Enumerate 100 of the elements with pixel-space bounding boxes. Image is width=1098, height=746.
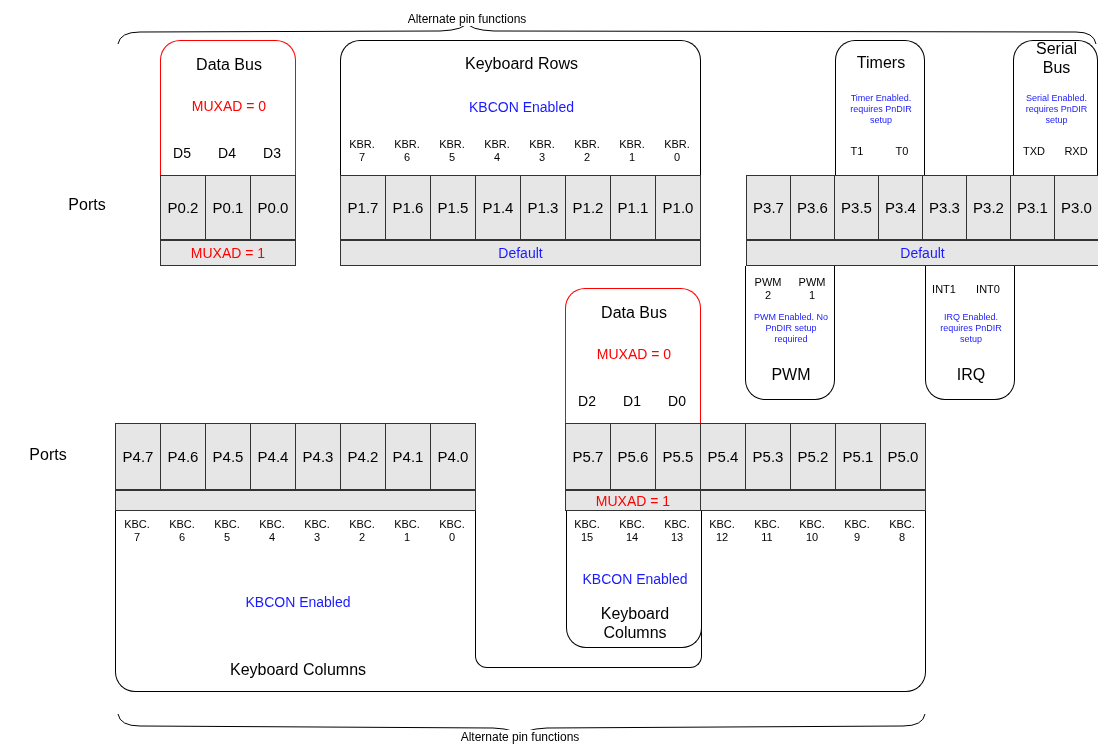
port-caption: Ports — [29, 445, 67, 465]
mode-note: MUXAD = 0 — [596, 346, 672, 363]
pin-cell: P4.5 — [205, 423, 251, 490]
signal-name: KBC. 3 — [303, 518, 331, 545]
signal-name: KBC. 8 — [888, 518, 916, 545]
pin-cell: P1.6 — [385, 175, 431, 240]
function-group-panel — [745, 266, 835, 400]
signal-name: KBC. 1 — [393, 518, 421, 545]
signal-name: KBC. 10 — [798, 518, 826, 545]
group-heading: PWM — [771, 365, 811, 385]
signal-name: KBC. 2 — [348, 518, 376, 545]
function-group-panel — [115, 511, 926, 692]
signal-name: KBC. 9 — [843, 518, 871, 545]
signal-name: PWM 2 — [753, 276, 783, 303]
pin-cell: P5.6 — [610, 423, 656, 490]
mode-note: PWM Enabled. No PnDIR setup required — [753, 312, 829, 345]
pin-cell: P4.0 — [430, 423, 476, 490]
group-heading: IRQ — [956, 365, 986, 385]
mode-bar — [700, 490, 926, 511]
group-heading: Data Bus — [601, 303, 667, 323]
group-heading: Data Bus — [196, 55, 262, 75]
pin-cell: P4.2 — [340, 423, 386, 490]
signal-name: KBC. 15 — [573, 518, 601, 545]
pin-cell: P5.7 — [565, 423, 611, 490]
signal-name: KBR. 1 — [618, 138, 646, 165]
pin-cell: P4.1 — [385, 423, 431, 490]
function-group-panel — [566, 511, 702, 648]
signal-name: KBC. 14 — [618, 518, 646, 545]
signal-name: D3 — [263, 145, 281, 162]
pin-cell: P1.2 — [565, 175, 611, 240]
signal-name: KBC. 7 — [123, 518, 151, 545]
mode-bar: MUXAD = 1 — [565, 490, 701, 511]
signal-name: KBC. 4 — [258, 518, 286, 545]
function-group-panel — [160, 40, 296, 175]
function-group-panel — [835, 40, 925, 175]
signal-name: KBC. 5 — [213, 518, 241, 545]
mode-bar: Default — [746, 240, 1098, 266]
pin-cell: P0.2 — [160, 175, 206, 240]
signal-name: D1 — [623, 393, 641, 410]
mode-bar — [115, 490, 476, 511]
pin-cell: P5.5 — [655, 423, 701, 490]
pin-cell: P3.1 — [1010, 175, 1055, 240]
mode-note: MUXAD = 0 — [191, 98, 267, 115]
mode-bar: Default — [340, 240, 701, 266]
mode-note: KBCON Enabled — [468, 99, 575, 116]
signal-name: KBR. 4 — [483, 138, 511, 165]
pin-cell: P1.1 — [610, 175, 656, 240]
pin-cell: P1.0 — [655, 175, 701, 240]
signal-name: KBC. 11 — [753, 518, 781, 545]
pin-cell: P4.4 — [250, 423, 296, 490]
signal-name: KBR. 2 — [573, 138, 601, 165]
signal-name: RXD — [1064, 145, 1088, 159]
signal-name: INT1 — [932, 283, 956, 297]
signal-name: INT0 — [976, 283, 1000, 297]
pin-cell: P0.1 — [205, 175, 251, 240]
pin-cell: P1.4 — [475, 175, 521, 240]
signal-name: KBR. 5 — [438, 138, 466, 165]
pin-cell: P4.3 — [295, 423, 341, 490]
signal-name: KBR. 7 — [348, 138, 376, 165]
pin-cell: P0.0 — [250, 175, 296, 240]
signal-name: D5 — [173, 145, 191, 162]
mode-note: KBCON Enabled — [582, 571, 688, 588]
signal-name: D0 — [668, 393, 686, 410]
function-group-panel — [1013, 40, 1098, 175]
pin-cell: P1.3 — [520, 175, 566, 240]
signal-name: KBC. 13 — [663, 518, 691, 545]
function-group-panel — [340, 40, 701, 175]
group-heading: Timers — [856, 53, 906, 73]
signal-name: KBR. 3 — [528, 138, 556, 165]
signal-name: D2 — [578, 393, 596, 410]
pin-cell: P3.2 — [966, 175, 1011, 240]
signal-name: KBR. 0 — [663, 138, 691, 165]
pin-cell: P3.6 — [790, 175, 835, 240]
function-group-panel — [565, 288, 701, 423]
pin-cell: P5.0 — [880, 423, 926, 490]
pin-cell: P3.7 — [746, 175, 791, 240]
signal-name: KBR. 6 — [393, 138, 421, 165]
group-heading: Serial Bus — [1035, 39, 1078, 78]
group-heading: Keyboard Columns — [599, 604, 671, 643]
signal-name: PWM 1 — [797, 276, 827, 303]
pin-cell: P5.2 — [790, 423, 836, 490]
pin-cell: P5.3 — [745, 423, 791, 490]
mode-note: Timer Enabled. requires PnDIR setup — [849, 93, 913, 126]
signal-name: TXD — [1023, 145, 1045, 159]
pin-cell: P1.5 — [430, 175, 476, 240]
pin-cell: P1.7 — [340, 175, 386, 240]
port-caption: Ports — [68, 195, 106, 215]
mode-note: Serial Enabled. requires PnDIR setup — [1024, 93, 1089, 126]
mode-bar: MUXAD = 1 — [160, 240, 296, 266]
pin-cell: P4.7 — [115, 423, 161, 490]
mode-note: IRQ Enabled. requires PnDIR setup — [939, 312, 1003, 345]
signal-name: KBC. 0 — [438, 518, 466, 545]
signal-name: T1 — [850, 145, 864, 159]
signal-name: T0 — [895, 145, 909, 159]
signal-name: D4 — [218, 145, 236, 162]
group-heading: Keyboard Rows — [465, 54, 578, 74]
pin-cell: P3.5 — [834, 175, 879, 240]
pin-cell: P5.4 — [700, 423, 746, 490]
pin-cell: P3.4 — [878, 175, 923, 240]
signal-name: KBC. 6 — [168, 518, 196, 545]
